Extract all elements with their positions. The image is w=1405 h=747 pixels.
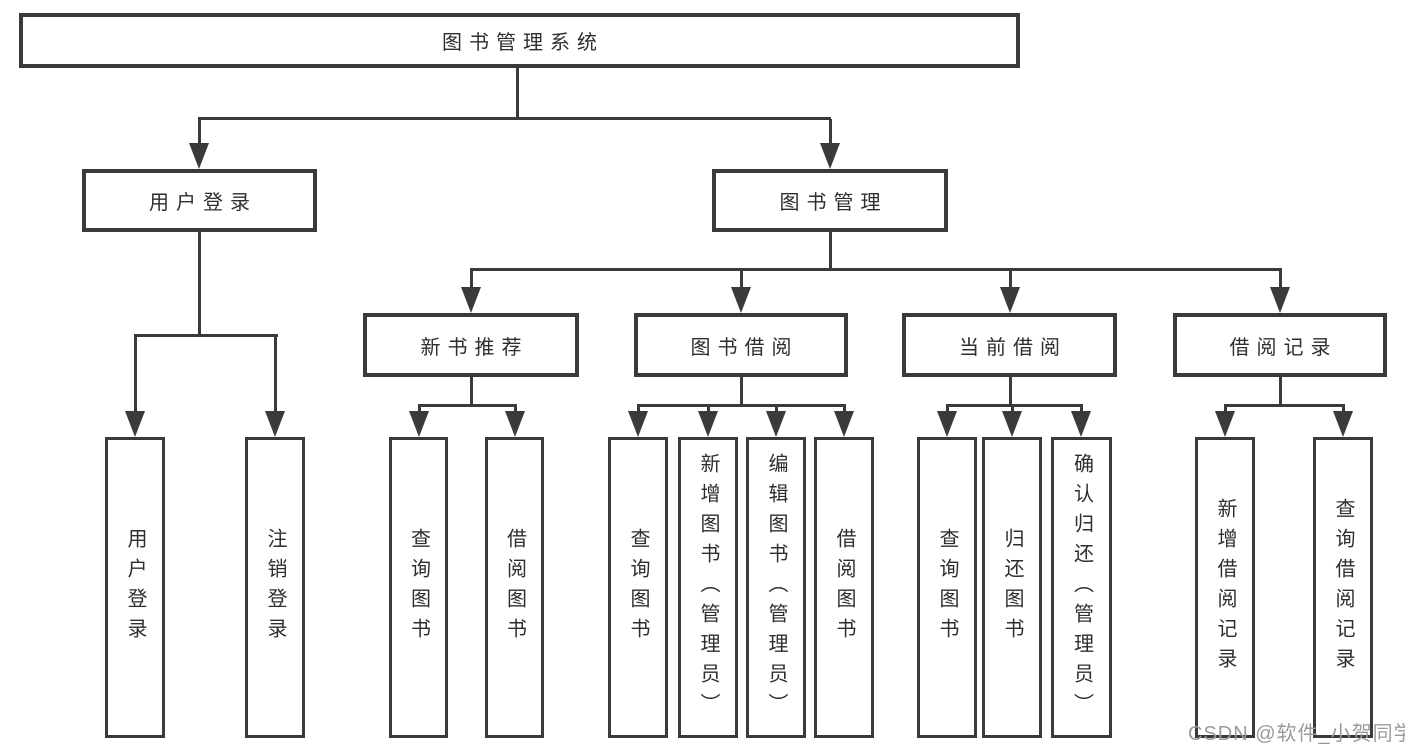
connector-line [1011, 404, 1014, 414]
connector-line [829, 232, 832, 271]
arrow-down-icon [937, 411, 957, 437]
arrow-down-icon [461, 287, 481, 313]
arrow-down-icon [1071, 411, 1091, 437]
leaf-recommend-borrow-books: 借阅图书 [485, 437, 544, 738]
leaf-borrow-books: 借阅图书 [814, 437, 874, 738]
node-new-book-recommend: 新书推荐 [363, 313, 579, 377]
connector-line [198, 232, 201, 336]
connector-line [1009, 377, 1012, 407]
connector-line [274, 336, 277, 413]
leaf-add-books-admin: 新增图书（管理员） [678, 437, 738, 738]
leaf-recommend-query-books: 查询图书 [389, 437, 448, 738]
connector-line [1080, 404, 1083, 414]
connector-line [1224, 404, 1344, 407]
node-new-book-recommend-label: 新书推荐 [420, 336, 529, 359]
node-user-login-label: 用户登录 [149, 192, 257, 214]
leaf-user-login: 用户登录 [105, 437, 165, 738]
arrow-down-icon [834, 411, 854, 437]
node-current-borrowing: 当前借阅 [902, 313, 1117, 377]
node-book-management-label: 图书管理 [779, 192, 888, 214]
connector-line [418, 404, 421, 414]
leaf-query-borrow-record-label: 查询借阅记录 [1332, 497, 1354, 678]
leaf-current-query-books-label: 查询图书 [936, 527, 958, 648]
leaf-return-books: 归还图书 [982, 437, 1042, 738]
connector-line [637, 404, 640, 414]
connector-line [1224, 404, 1227, 414]
leaf-logout-label: 注销登录 [264, 527, 286, 648]
connector-line [707, 404, 710, 414]
arrow-down-icon [628, 411, 648, 437]
leaf-return-books-label: 归还图书 [1001, 527, 1023, 648]
leaf-confirm-return-admin-label: 确认归还（管理员） [1070, 452, 1093, 723]
arrow-down-icon [189, 143, 209, 169]
connector-line [637, 404, 845, 407]
arrow-down-icon [820, 143, 840, 169]
leaf-current-query-books: 查询图书 [917, 437, 977, 738]
csdn-watermark: CSDN @软件_小贺同学 [1188, 723, 1405, 745]
connector-line [470, 270, 473, 289]
connector-line [946, 404, 949, 414]
leaf-edit-books-admin-label: 编辑图书（管理员） [765, 452, 787, 723]
connector-line [470, 268, 1282, 271]
leaf-borrowing-query-books: 查询图书 [608, 437, 668, 738]
arrow-down-icon [1333, 411, 1353, 437]
connector-line [1279, 377, 1282, 407]
node-user-login: 用户登录 [82, 169, 317, 232]
connector-line [775, 404, 778, 414]
arrow-down-icon [265, 411, 285, 437]
connector-line [516, 68, 519, 119]
connector-line [740, 270, 743, 289]
leaf-query-borrow-record: 查询借阅记录 [1313, 437, 1373, 738]
connector-line [470, 377, 473, 407]
connector-line [198, 117, 831, 120]
arrow-down-icon [1000, 287, 1020, 313]
connector-line [1279, 270, 1282, 289]
node-book-borrowing-label: 图书借阅 [690, 336, 799, 359]
arrow-down-icon [505, 411, 525, 437]
arrow-down-icon [409, 411, 429, 437]
node-book-borrowing: 图书借阅 [634, 313, 848, 377]
node-root-label: 图书管理系统 [442, 32, 604, 54]
connector-line [1009, 270, 1012, 289]
connector-line [198, 119, 201, 145]
leaf-user-login-label: 用户登录 [124, 527, 146, 648]
node-current-borrowing-label: 当前借阅 [959, 336, 1067, 359]
node-borrowing-records-label: 借阅记录 [1229, 336, 1338, 359]
connector-line [843, 404, 846, 414]
leaf-borrow-books-label: 借阅图书 [833, 527, 855, 648]
node-root: 图书管理系统 [19, 13, 1020, 68]
leaf-logout: 注销登录 [245, 437, 305, 738]
leaf-add-books-admin-label: 新增图书（管理员） [697, 452, 719, 723]
connector-line [829, 119, 832, 145]
arrow-down-icon [731, 287, 751, 313]
connector-line [514, 404, 517, 414]
leaf-edit-books-admin: 编辑图书（管理员） [746, 437, 806, 738]
arrow-down-icon [766, 411, 786, 437]
leaf-recommend-borrow-books-label: 借阅图书 [503, 527, 526, 648]
arrow-down-icon [698, 411, 718, 437]
leaf-add-borrow-record-label: 新增借阅记录 [1214, 497, 1236, 678]
arrow-down-icon [1215, 411, 1235, 437]
connector-line [1342, 404, 1345, 414]
leaf-confirm-return-admin: 确认归还（管理员） [1051, 437, 1112, 738]
arrow-down-icon [1270, 287, 1290, 313]
leaf-add-borrow-record: 新增借阅记录 [1195, 437, 1255, 738]
node-book-management: 图书管理 [712, 169, 948, 232]
arrow-down-icon [125, 411, 145, 437]
connector-line [946, 404, 1082, 407]
connector-line [740, 377, 743, 407]
connector-line [418, 404, 516, 407]
node-borrowing-records: 借阅记录 [1173, 313, 1387, 377]
leaf-recommend-query-books-label: 查询图书 [407, 527, 430, 648]
connector-line [134, 336, 137, 413]
connector-line [134, 334, 278, 337]
leaf-borrowing-query-books-label: 查询图书 [627, 527, 649, 648]
arrow-down-icon [1002, 411, 1022, 437]
